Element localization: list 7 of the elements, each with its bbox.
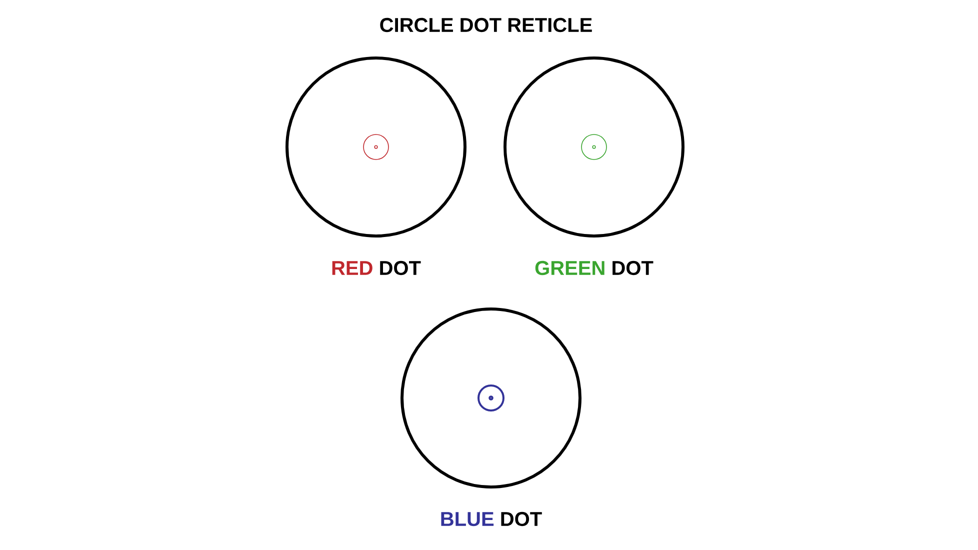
title: CIRCLE DOT RETICLE [380, 18, 592, 32]
node-label: RED DOT [332, 260, 421, 276]
reticle-circle [504, 56, 684, 238]
node-label: BLUE DOT [441, 512, 542, 526]
node-label: GREEN DOT [535, 260, 654, 276]
reticle-circle [400, 308, 582, 488]
reticle-circle [286, 56, 466, 238]
